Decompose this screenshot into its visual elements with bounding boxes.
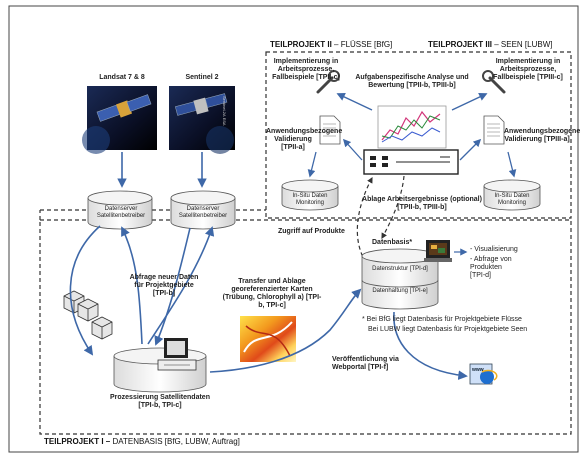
- analysis-label: Aufgabenspezifische Analyse und Bewertun…: [355, 74, 469, 89]
- insitu-left-label: In-Situ Daten Monitoring: [292, 193, 328, 206]
- tp2-tp3-dashed-box: [265, 51, 572, 219]
- valid-right-label: Anwendungsbezogene Validierung [TPIII-a]: [504, 128, 581, 143]
- server-landsat-cylinder: [87, 190, 153, 230]
- datenhaltung-label: Datenhaltung [TPI-e]: [372, 288, 428, 294]
- processing-computer-icon: [157, 338, 197, 371]
- arrow-datenbasis-to-webportal: [393, 311, 468, 380]
- landsat-label: Landsat 7 & 8: [99, 74, 145, 81]
- sentinel-label: Sentinel 2: [185, 74, 219, 81]
- cube-icon-2: [77, 298, 99, 322]
- workstation-box: [363, 149, 459, 175]
- abfrage-produkte-label: - Abfrage von Produkten [TPI-d]: [470, 256, 512, 279]
- arrow-insitu-right: [507, 151, 517, 178]
- sentinel-image: [169, 86, 235, 154]
- insitu-right-cylinder: [483, 179, 541, 211]
- wrench-icon-right: [482, 70, 506, 94]
- zugriff-label: Zugriff auf Produkte: [278, 228, 345, 235]
- arrow-insitu-left: [307, 151, 317, 178]
- webportal-label: Veröffentlichung via Webportal [TPI-f]: [332, 356, 399, 371]
- abfrage-label: Abfrage neuer Daten für Projektgebiete […: [129, 274, 199, 297]
- datenbasis-note-1: * Bei BfG liegt Datenbasis für Projektge…: [362, 316, 522, 323]
- server-sentinel-label: Datenserver Satellitenbetreiber: [178, 206, 228, 219]
- prozessierung-label: Prozessierung Satellitendaten [TPI-b, TP…: [110, 394, 210, 409]
- arrow-landsat-to-processing: [69, 225, 101, 356]
- arrow-abfrage-sentinel: [147, 226, 215, 345]
- arrow-tool-right: [451, 93, 488, 111]
- tp1-header: TEILPROJEKT I – DATENBASIS [BfG, LUBW, A…: [44, 437, 240, 446]
- document-icon-right: [483, 115, 505, 145]
- georeferenced-map-image: [240, 316, 296, 362]
- server-sentinel-cylinder: [170, 190, 236, 230]
- landsat-image: [82, 86, 157, 154]
- visualisierung-label: - Visualisierung: [470, 246, 518, 253]
- arrow-doc-left: [342, 138, 363, 161]
- ablage-label: Ablage Arbeitsergebnisse (optional) [TPI…: [362, 196, 482, 211]
- outer-border: [8, 5, 579, 453]
- datenbasis-cylinder: [361, 248, 439, 310]
- www-label: www: [472, 367, 484, 373]
- datenbasis-monitor-icon: [424, 240, 452, 262]
- impl-right-label: Implementierung in Arbeitsprozesse, Fall…: [493, 58, 563, 81]
- datenbasis-note-2: Bei LUBW liegt Datenbasis für Projektgeb…: [368, 326, 528, 333]
- analysis-chart-image: [377, 105, 447, 149]
- arrow-tool-left: [336, 93, 373, 111]
- dashed-arrow-ablage: [381, 175, 405, 240]
- arrow-abfrage-landsat: [121, 226, 143, 345]
- impl-left-label: Implementierung in Arbeitsprozesse, Fall…: [272, 58, 340, 81]
- sentinel-caption: Sentinel-2A ESA: [222, 96, 227, 126]
- server-landsat-label: Datenserver Satellitenbetreiber: [96, 206, 146, 219]
- www-icon: [469, 363, 498, 385]
- datenstruktur-label: Datenstruktur [TPI-d]: [372, 266, 428, 272]
- cube-icon-3: [91, 316, 113, 340]
- wrench-icon-left: [316, 70, 340, 94]
- valid-left-label: Anwendungsbezogene Validierung [TPII-a]: [266, 128, 343, 151]
- tp3-header: TEILPROJEKT III – SEEN [LUBW]: [428, 40, 553, 49]
- transfer-label: Transfer und Ablage georeferenzierter Ka…: [222, 278, 322, 309]
- arrow-sentinel-to-processing: [154, 227, 191, 346]
- tp2-header: TEILPROJEKT II – FLÜSSE [BfG]: [270, 40, 393, 49]
- arrow-doc-right: [459, 138, 482, 161]
- insitu-right-label: In-Situ Daten Monitoring: [494, 193, 530, 206]
- datenbasis-title: Datenbasis*: [372, 239, 413, 246]
- document-icon-left: [319, 115, 341, 145]
- arrow-transfer-to-datenbasis: [209, 288, 362, 373]
- insitu-left-cylinder: [281, 179, 339, 211]
- tp1-dashed-box: [39, 219, 572, 435]
